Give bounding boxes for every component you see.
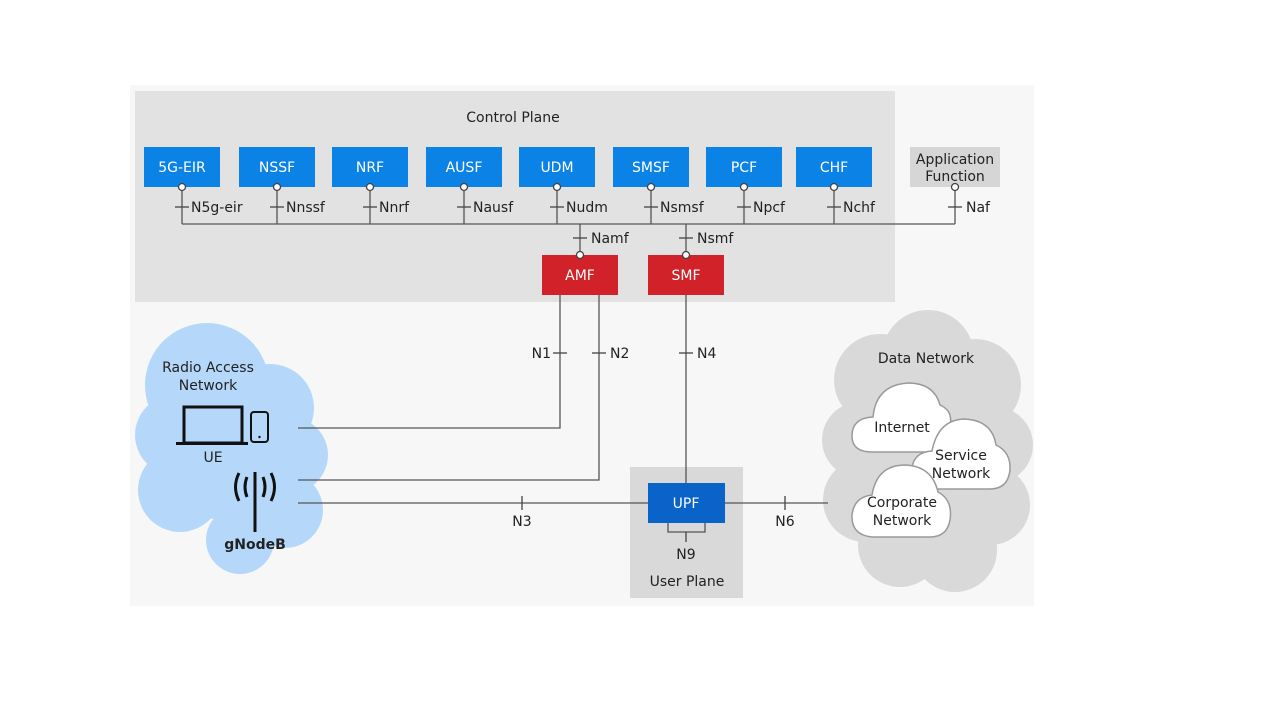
- corporate-network-line1: Corporate: [867, 495, 937, 511]
- n2-label: N2: [610, 346, 629, 362]
- interface-label-chf: Nchf: [843, 200, 876, 216]
- n6-label: N6: [775, 514, 794, 530]
- interface-label-smsf: Nsmsf: [660, 200, 705, 216]
- smf-label: SMF: [671, 268, 700, 284]
- nf-label-nssf: NSSF: [259, 160, 295, 176]
- nsmf-label: Nsmf: [697, 231, 734, 247]
- upf-label: UPF: [673, 496, 700, 512]
- nf-port-smsf: [646, 182, 656, 192]
- nf-box-udm[interactable]: [519, 147, 595, 187]
- nf-port-nssf: [272, 182, 282, 192]
- ue-label: UE: [203, 450, 222, 466]
- antenna-icon: [234, 472, 276, 532]
- nf-port-udm: [552, 182, 562, 192]
- n2-link: [298, 295, 600, 481]
- amf-box[interactable]: [542, 255, 618, 295]
- n1-label: N1: [532, 346, 551, 362]
- nf-label-udm: UDM: [540, 160, 573, 176]
- interface-label-5g-eir: N5g-eir: [191, 200, 243, 216]
- n3-label: N3: [512, 514, 531, 530]
- nf-box-ausf[interactable]: [426, 147, 502, 187]
- interface-label-ausf: Nausf: [473, 200, 514, 216]
- n1-link: [298, 295, 561, 429]
- nf-smsf[interactable]: SMSF: [613, 147, 689, 192]
- nf-nrf[interactable]: NRF: [332, 147, 408, 192]
- nf-label-pcf: PCF: [731, 160, 757, 176]
- nf-port-ausf: [459, 182, 469, 192]
- nf-port-chf: [829, 182, 839, 192]
- application-function-line2: Function: [925, 169, 985, 185]
- smf-port: [681, 250, 691, 260]
- application-function-line1: Application: [916, 152, 994, 168]
- nf-chf[interactable]: CHF: [796, 147, 872, 192]
- ran-cloud: [135, 323, 328, 574]
- control-plane-area: [135, 91, 895, 302]
- corporate-network-line2: Network: [873, 513, 932, 529]
- phone-icon: [250, 411, 269, 443]
- nf-pcf[interactable]: PCF: [706, 147, 782, 192]
- ran-label-line2: Network: [179, 378, 238, 394]
- data-network-title: Data Network: [878, 351, 975, 367]
- user-plane-title: User Plane: [650, 574, 725, 590]
- control-plane-title: Control Plane: [466, 110, 559, 126]
- nf-label-nrf: NRF: [356, 160, 384, 176]
- corporate-network-cloud: [851, 464, 952, 538]
- n9-label: N9: [676, 547, 695, 563]
- upf-box[interactable]: [648, 483, 725, 523]
- nf-port-5g-eir: [177, 182, 187, 192]
- gnodeb-label: gNodeB: [224, 537, 286, 553]
- internet-label: Internet: [874, 420, 930, 436]
- nf-udm[interactable]: UDM: [519, 147, 595, 192]
- service-bus: N5g-eir Nnssf Nnrf Nausf Nudm Nsmsf Npcf Nchf: [175, 187, 955, 225]
- nf-port-pcf: [739, 182, 749, 192]
- nf-box-chf[interactable]: [796, 147, 872, 187]
- nf-nssf[interactable]: NSSF: [239, 147, 315, 192]
- interface-label-udm: Nudm: [566, 200, 608, 216]
- nf-box-pcf[interactable]: [706, 147, 782, 187]
- nf-box-nrf[interactable]: [332, 147, 408, 187]
- naf-label: Naf: [966, 200, 991, 216]
- n4-label: N4: [697, 346, 716, 362]
- nf-label-smsf: SMSF: [632, 160, 670, 176]
- nf-port-nrf: [365, 182, 375, 192]
- smf-box[interactable]: [648, 255, 724, 295]
- namf-label: Namf: [591, 231, 630, 247]
- amf-label: AMF: [565, 268, 595, 284]
- nf-label-chf: CHF: [820, 160, 848, 176]
- interface-label-pcf: Npcf: [753, 200, 786, 216]
- nf-label-5g-eir: 5G-EIR: [158, 160, 206, 176]
- nf-box-5g-eir[interactable]: [144, 147, 220, 187]
- application-function-box[interactable]: [910, 147, 1000, 187]
- nf-ausf[interactable]: AUSF: [426, 147, 502, 192]
- nf-label-ausf: AUSF: [446, 160, 483, 176]
- nf-box-nssf[interactable]: [239, 147, 315, 187]
- naf-port: [950, 182, 960, 192]
- service-network-line2: Network: [932, 466, 991, 482]
- ran-label-line1: Radio Access: [162, 360, 254, 376]
- nf-box-smsf[interactable]: [613, 147, 689, 187]
- nf-5g-eir[interactable]: 5G-EIR: [144, 147, 220, 192]
- service-network-line1: Service: [935, 448, 987, 464]
- interface-label-nrf: Nnrf: [379, 200, 410, 216]
- laptop-icon: [176, 405, 248, 445]
- amf-port: [575, 250, 585, 260]
- network-function-row: 5G-EIR NSSF NRF AUSF UDM SMSF PCF CHF: [144, 147, 872, 192]
- interface-label-nssf: Nnssf: [286, 200, 326, 216]
